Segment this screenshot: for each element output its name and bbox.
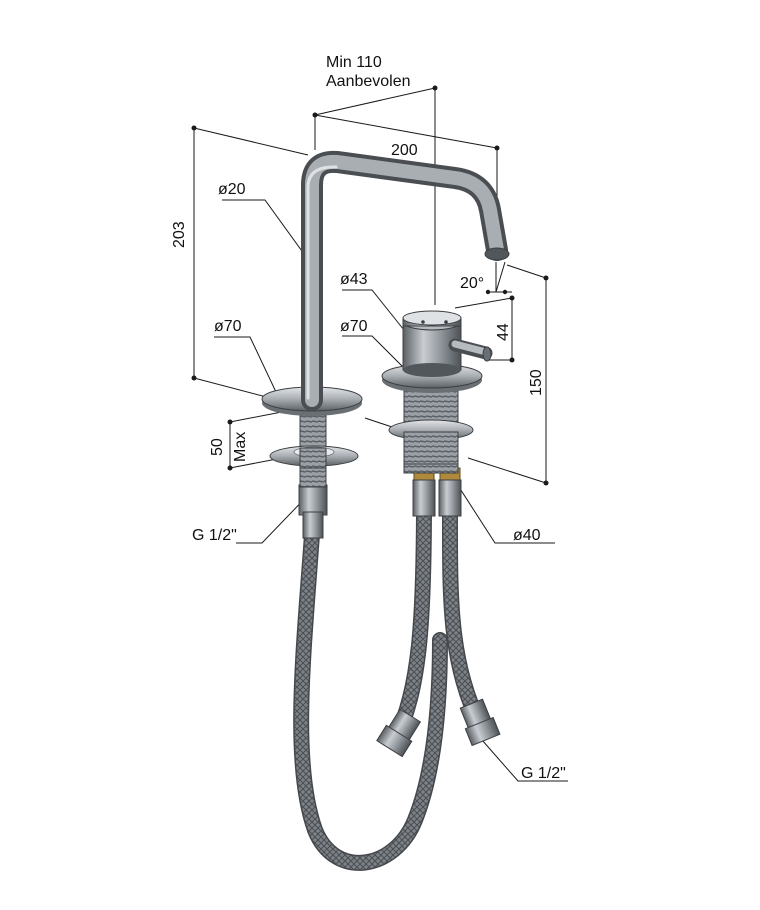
dimension-labels: Min 110 Aanbevolen 200 203 ø20 ø70 50 Ma… [171,54,566,782]
min-spacing-label: Min 110 [326,54,382,71]
hose-connection-label: G 1/2" [521,765,566,782]
mixer-assembly [376,310,501,758]
max-deck-label: 50 [209,438,226,456]
max-word-label: Max [232,432,249,462]
spout-reach-label: 200 [391,142,418,159]
mixer-height-label: 150 [528,369,545,396]
mixer-diameter-label: ø43 [340,271,368,288]
angle-label: 20° [460,275,484,292]
total-height-label: 203 [171,221,188,248]
mixer-thread-label: ø40 [513,527,541,544]
spout-connection-label: G 1/2" [192,527,237,544]
dimension-lines [191,85,568,782]
spout-rosette-label: ø70 [214,318,242,335]
spout-assembly [261,150,510,871]
spout-diameter-label: ø20 [218,181,246,198]
recommended-label: Aanbevolen [326,73,411,90]
lever-height-label: 44 [495,323,512,341]
mixer-rosette-label: ø70 [340,318,368,335]
